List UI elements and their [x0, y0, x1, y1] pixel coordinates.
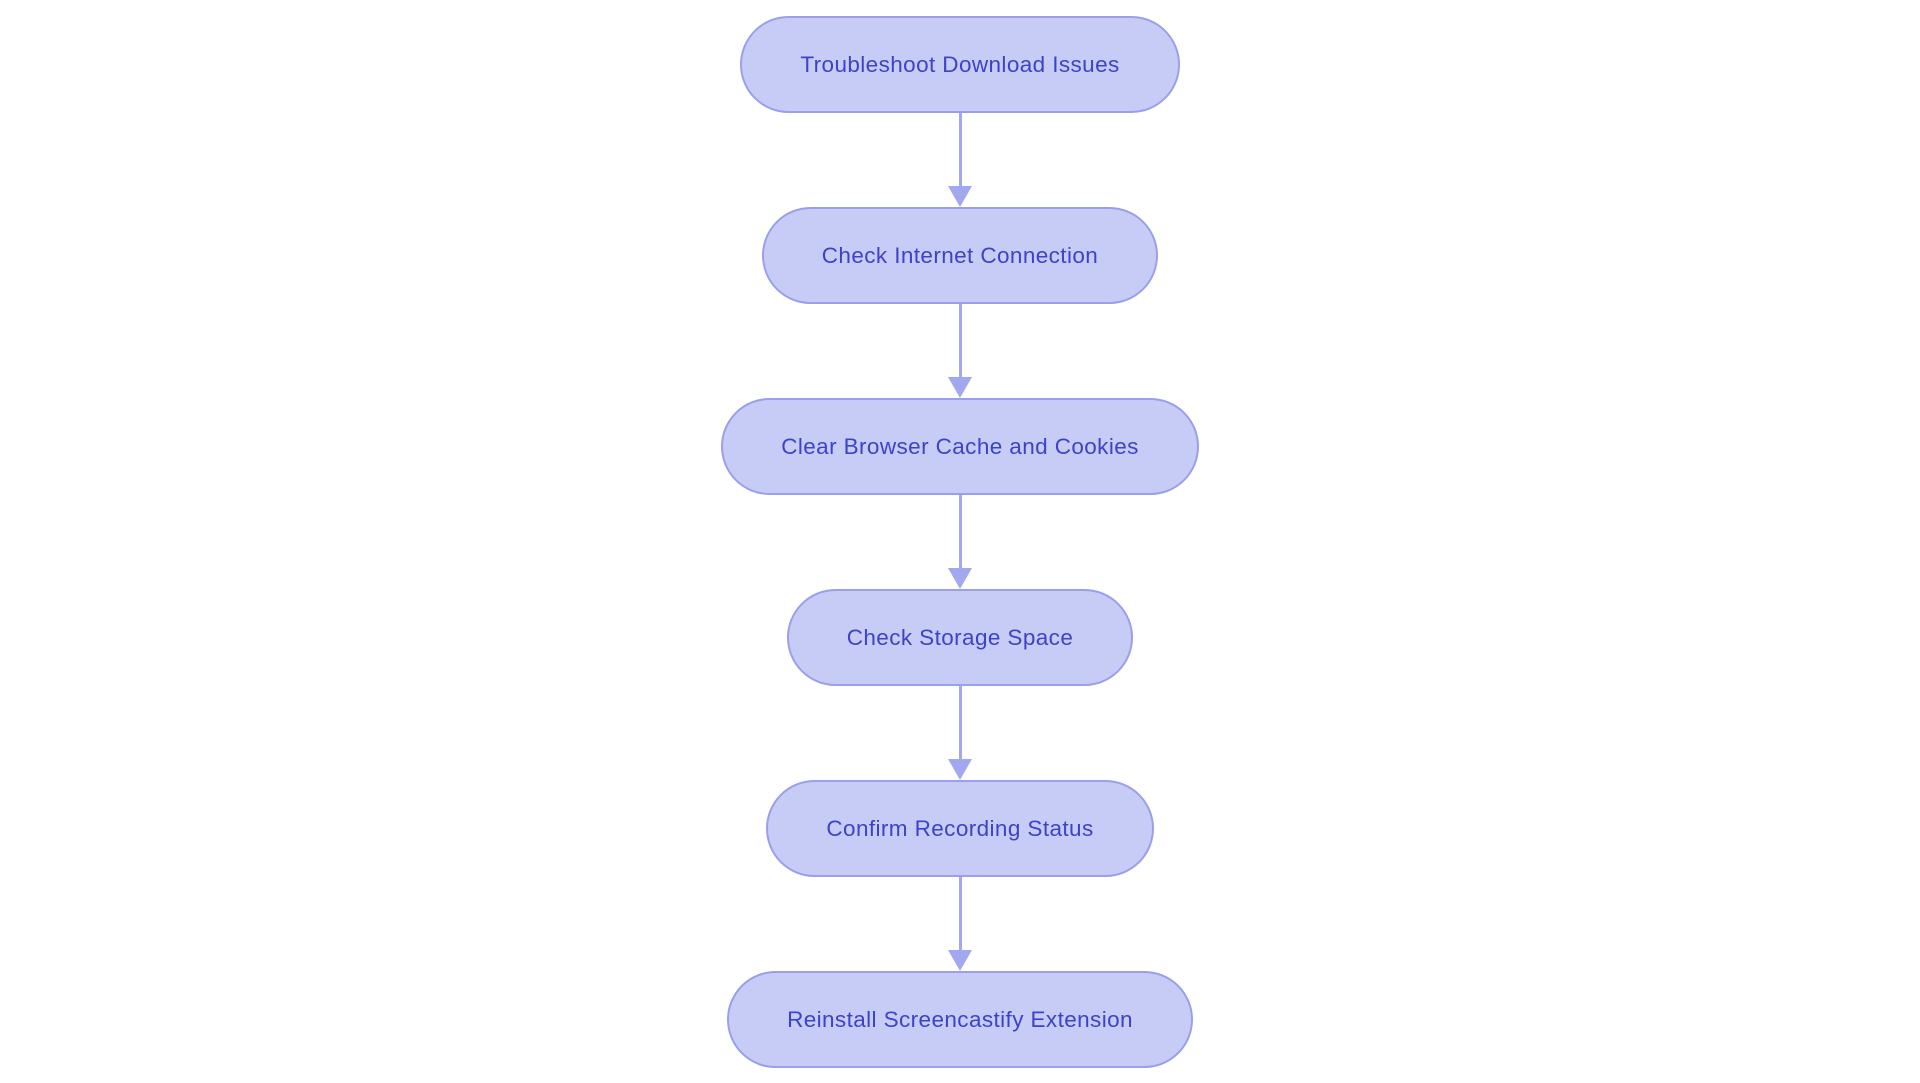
arrow-down-icon: [948, 568, 972, 589]
arrow-down-icon: [948, 377, 972, 398]
flow-node-reinstall-screencastify-extension: Reinstall Screencastify Extension: [727, 971, 1193, 1068]
arrow-line: [958, 686, 962, 759]
arrow-down-icon: [948, 186, 972, 207]
flow-node-check-storage-space: Check Storage Space: [786, 589, 1134, 686]
arrow-down-icon: [948, 950, 972, 971]
flow-node-label: Troubleshoot Download Issues: [800, 51, 1120, 77]
flow-node-label: Check Storage Space: [846, 624, 1074, 650]
arrow-line: [958, 877, 962, 950]
flow-node-label: Confirm Recording Status: [826, 815, 1094, 841]
arrow-line: [958, 495, 962, 568]
flow-arrow: [948, 113, 972, 207]
arrow-line: [958, 113, 962, 186]
flow-arrow: [948, 686, 972, 780]
flow-arrow: [948, 304, 972, 398]
flow-arrow: [948, 877, 972, 971]
flow-node-check-internet-connection: Check Internet Connection: [761, 207, 1159, 304]
arrow-line: [958, 304, 962, 377]
flow-node-label: Clear Browser Cache and Cookies: [781, 433, 1139, 459]
flow-node-clear-browser-cache-and-cookies: Clear Browser Cache and Cookies: [721, 398, 1199, 495]
flow-node-label: Check Internet Connection: [821, 242, 1099, 268]
flow-node-troubleshoot-download-issues: Troubleshoot Download Issues: [740, 16, 1180, 113]
arrow-down-icon: [948, 759, 972, 780]
flow-arrow: [948, 495, 972, 589]
flow-node-label: Reinstall Screencastify Extension: [787, 1006, 1133, 1032]
flow-node-confirm-recording-status: Confirm Recording Status: [766, 780, 1154, 877]
